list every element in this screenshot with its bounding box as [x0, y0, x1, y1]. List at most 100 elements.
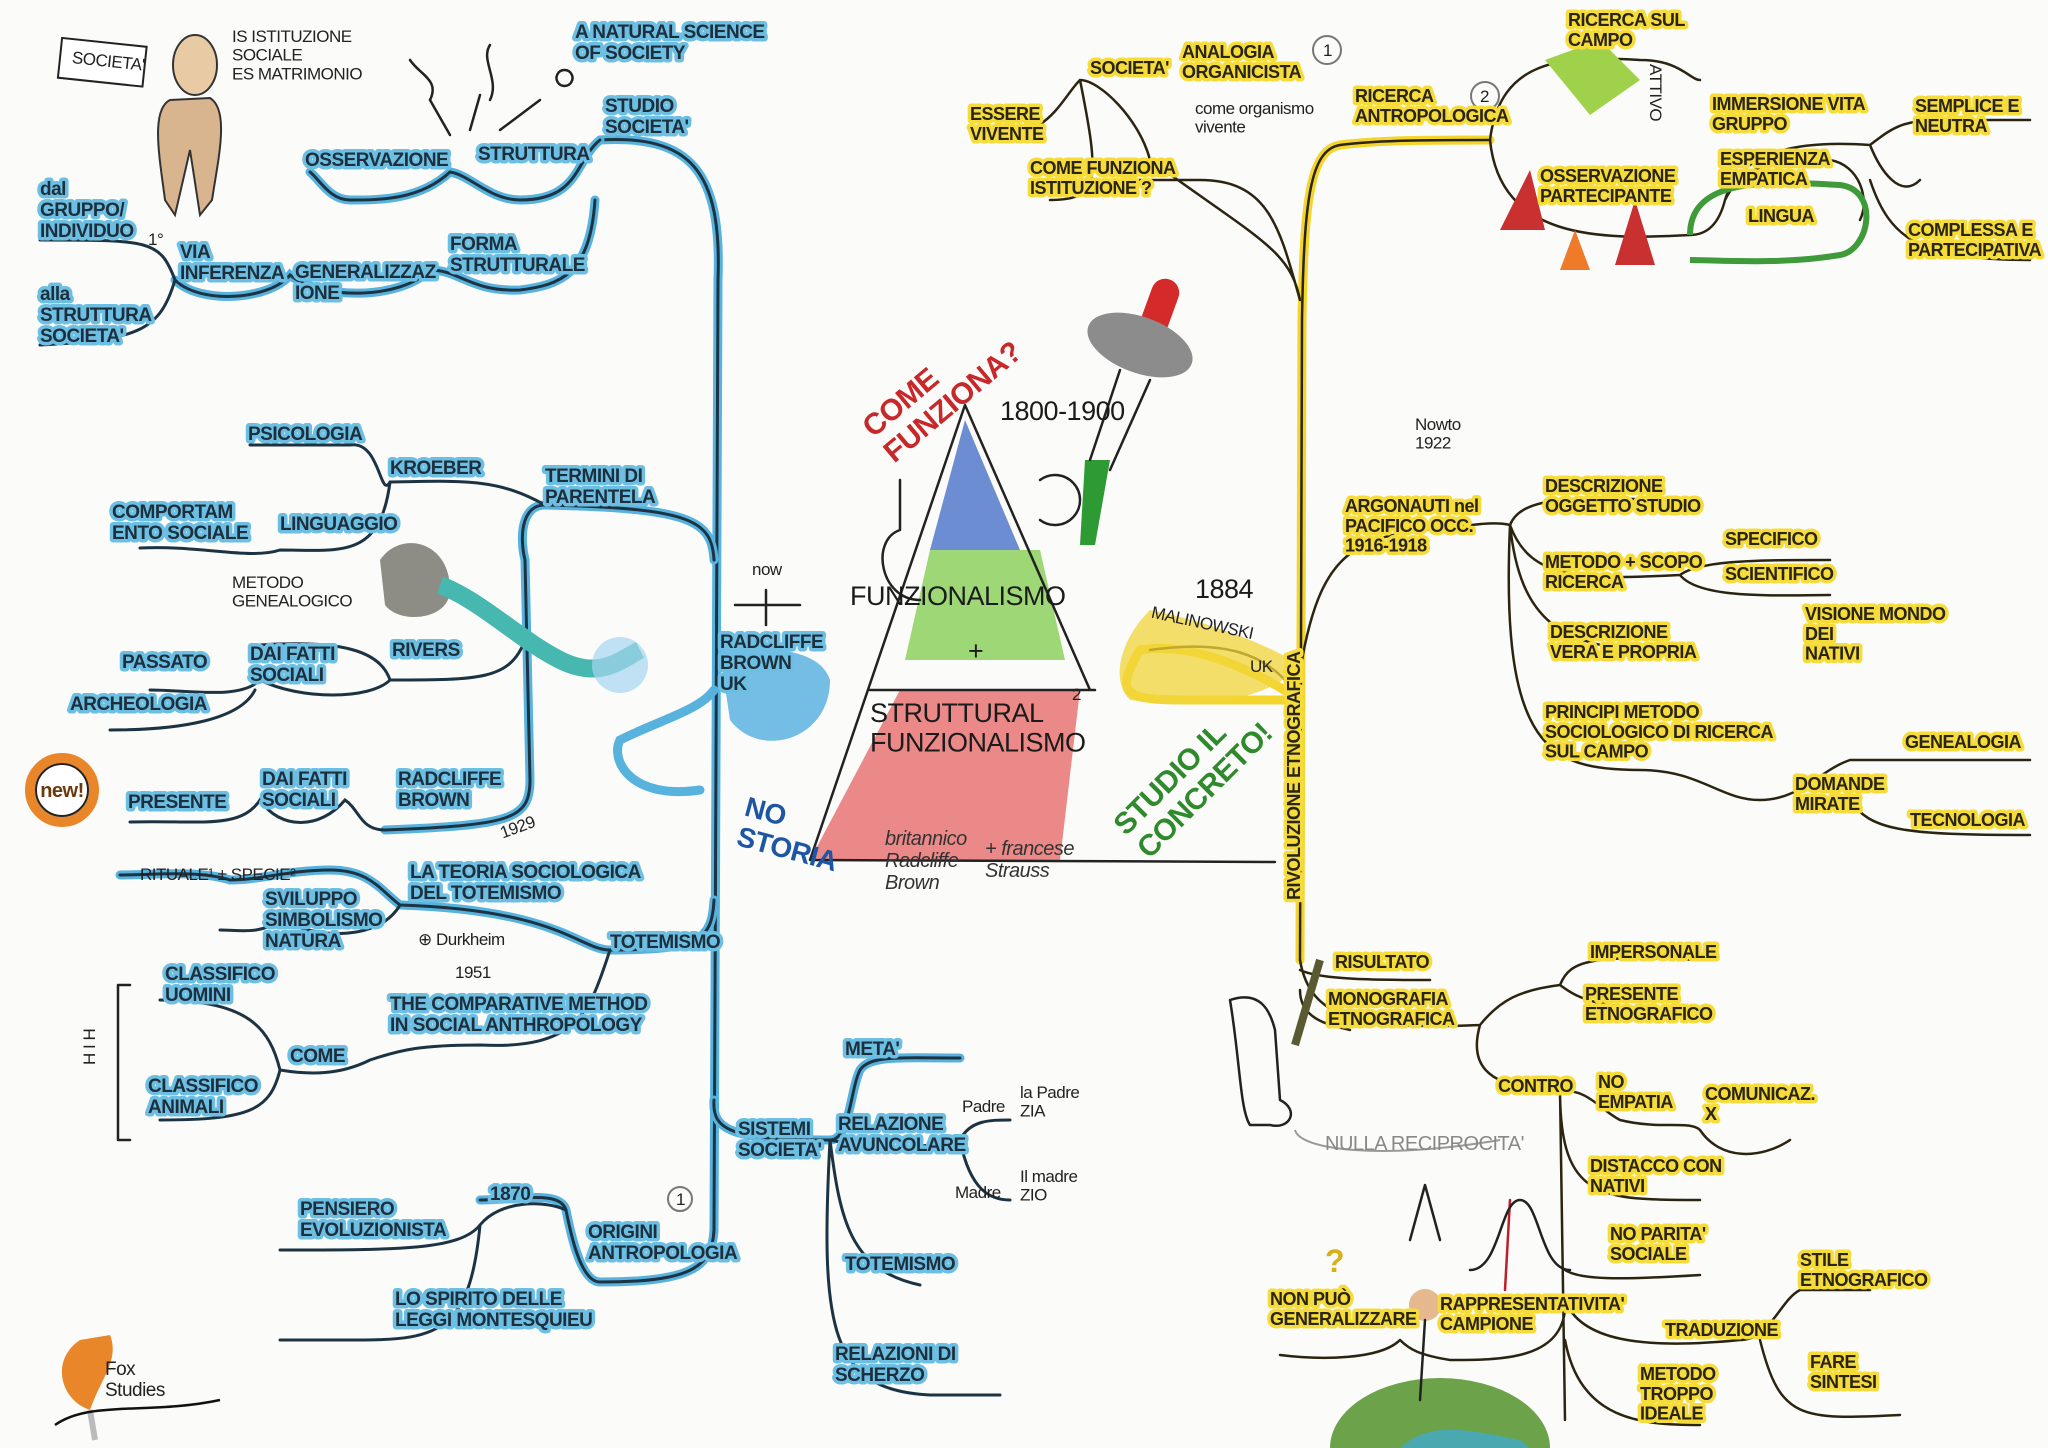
node-rappresentativita-campione: RAPPRESENTATIVITA'CAMPIONE: [1440, 1294, 1625, 1334]
new-badge-label: new!: [40, 780, 84, 802]
node-linguaggio: LINGUAGGIO: [280, 514, 397, 535]
label-line: COMPORTAM: [112, 502, 233, 523]
label-line: DOMANDE: [1795, 774, 1885, 794]
label-line: SUL CAMPO: [1545, 742, 1649, 762]
scale-globe-illustration: [1330, 1183, 1572, 1448]
label-line: dal: [40, 179, 66, 200]
node-scientifico: SCIENTIFICO: [1725, 564, 1834, 584]
label-line: PARTECIPATIVA: [1908, 240, 2042, 260]
label-line: CONTRO: [1498, 1076, 1573, 1096]
label-line: 1922: [1415, 434, 1451, 453]
label-line: ATTIVO: [1646, 64, 1665, 121]
order-number-2: 2: [1480, 87, 1489, 106]
label-line: STILE: [1800, 1250, 1849, 1270]
node-genealogia: GENEALOGIA: [1905, 732, 2022, 752]
label-line: RICERCA: [1545, 572, 1624, 592]
label-line: TOTEMISMO: [610, 932, 720, 953]
label-line: +: [968, 636, 983, 666]
label-line: SOCIETA': [605, 117, 689, 138]
node-lingua: LINGUA: [1748, 206, 1814, 226]
label-line: FARE: [1810, 1352, 1857, 1372]
label-line: SOCIETA': [1090, 58, 1169, 78]
label-line: PENSIERO: [300, 1199, 394, 1220]
label-line: IONE: [295, 283, 339, 304]
uk-label: UK: [1250, 657, 1274, 676]
label-line: RELAZIONI DI: [835, 1344, 956, 1365]
node-struttura: STRUTTURA: [478, 144, 590, 165]
label-line: PASSATO: [122, 652, 207, 673]
label-line: CAMPIONE: [1440, 1314, 1533, 1334]
year-1884: 1884: [1195, 574, 1254, 604]
label-line: SOCIETA': [40, 326, 124, 347]
now-label: now: [752, 560, 783, 579]
node-impersonale: IMPERSONALE: [1590, 942, 1717, 962]
label-line: VIA: [180, 242, 211, 263]
label-line: ARGONAUTI nel: [1345, 496, 1479, 516]
label-line: PACIFICO OCC.: [1345, 516, 1473, 536]
label-line: SIMBOLISMO: [265, 910, 382, 931]
new-badge: new!: [25, 753, 99, 827]
label-line: METODO: [232, 573, 304, 592]
label-line: RIVERS: [392, 640, 460, 661]
question-mark: ?: [1325, 1243, 1344, 1279]
label-line: STRUTTURA: [40, 305, 152, 326]
label-line: MIRATE: [1795, 794, 1860, 814]
label-line: OF SOCIETY: [575, 43, 686, 64]
label-line: VIVENTE: [970, 124, 1044, 144]
label-line: UK: [720, 674, 747, 695]
node-contro: CONTRO: [1498, 1076, 1573, 1096]
tent-campfire-illustration: [1500, 40, 1655, 270]
label-line: RELAZIONE: [838, 1114, 943, 1135]
node-totemismo-2: TOTEMISMO: [845, 1254, 955, 1275]
label-line: TRADUZIONE: [1665, 1320, 1778, 1340]
label-line: FUNZIONALISMO: [850, 581, 1066, 611]
node-osservazione: OSSERVAZIONE: [305, 150, 448, 171]
label-line: SOCIETA': [738, 1140, 822, 1161]
label-line: TROPPO: [1640, 1384, 1714, 1404]
label-line: CLASSIFICO: [165, 964, 275, 985]
label-line: ESPERIENZA: [1720, 149, 1831, 169]
label-line: Padre: [962, 1097, 1005, 1116]
label-line: PARENTELA: [545, 487, 656, 508]
node-presente: PRESENTE: [128, 792, 226, 813]
label-line: SINTESI: [1810, 1372, 1877, 1392]
label-line: TERMINI DI: [545, 466, 643, 487]
label-line: STRUTTURA: [478, 144, 590, 165]
node-come: COME: [290, 1046, 345, 1067]
label-line: DAI FATTI: [250, 644, 335, 665]
label-line: 1916-1918: [1345, 536, 1427, 556]
node-archeologia: ARCHEOLOGIA: [70, 694, 208, 715]
lingua-loop: [1687, 180, 1870, 265]
node-traduzione: TRADUZIONE: [1665, 1320, 1778, 1340]
label-line: NATIVI: [1590, 1176, 1645, 1196]
nulla-reciprocita-label: NULLA RECIPROCITA': [1325, 1133, 1524, 1155]
label-line: OSSERVAZIONE: [305, 150, 448, 171]
label-line: 1°: [148, 230, 163, 249]
label-line: NULLA RECIPROCITA': [1325, 1133, 1524, 1155]
label-line: FUNZIONALISMO: [870, 728, 1086, 758]
node-societa: SOCIETA': [1090, 58, 1169, 78]
order-number-1-right: 1: [1323, 41, 1332, 60]
node-rituale-specie: RITUALE¹ ± SPECIE²: [140, 865, 296, 884]
rivoluzione-etnografica-label: RIVOLUZIONE ETNOGRAFICA: [1284, 651, 1304, 900]
label-line: INFERENZA: [180, 263, 285, 284]
attivo-label: ATTIVO: [1646, 64, 1665, 121]
node-no-parita-sociale: NO PARITA'SOCIALE: [1610, 1224, 1706, 1264]
label-line: GENEALOGIA: [1905, 732, 2022, 752]
bracket: [116, 983, 132, 1142]
